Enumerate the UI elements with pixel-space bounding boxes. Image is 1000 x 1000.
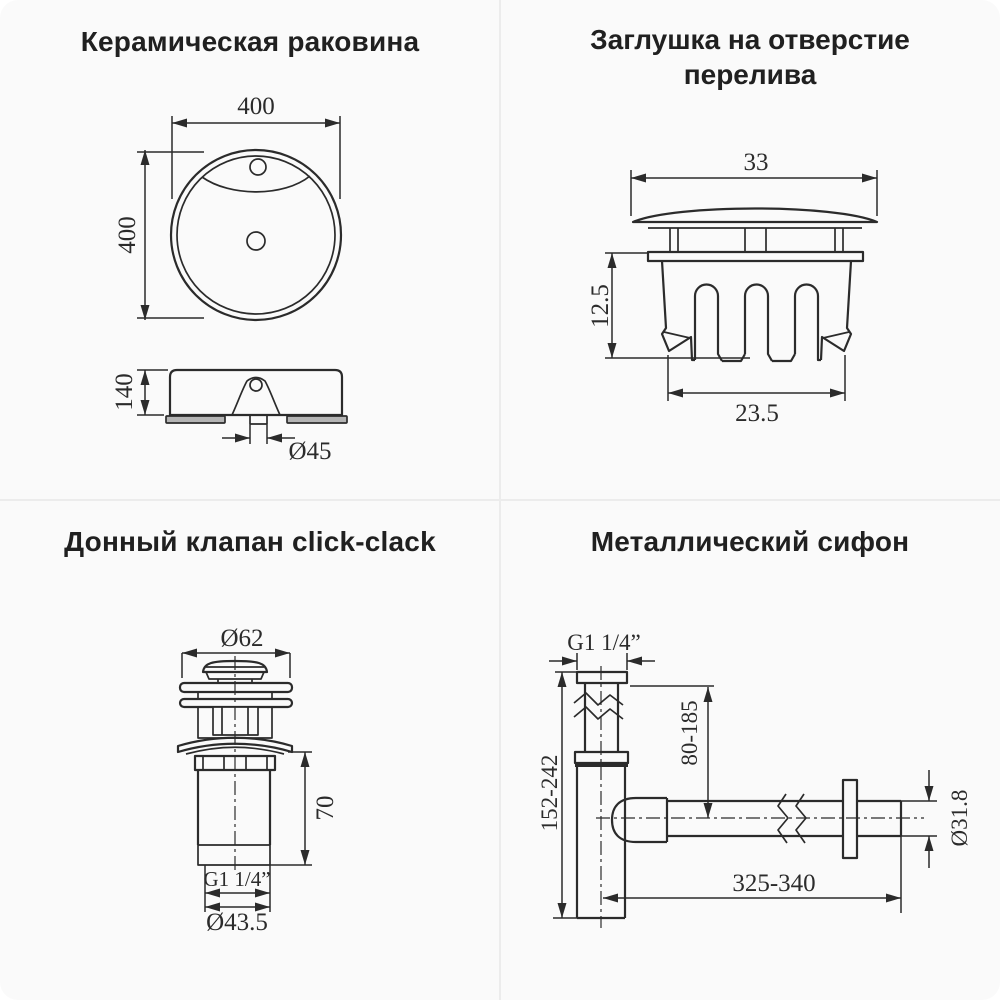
valve-dimensions: Ø62 70 G1 1/4” Ø43.5 bbox=[181, 625, 339, 936]
sink-drain-label: Ø45 bbox=[288, 438, 331, 465]
plug-cap-diameter-label: 33 bbox=[744, 149, 769, 176]
valve-cap-diameter-label: Ø62 bbox=[220, 625, 263, 652]
plug-body bbox=[631, 207, 879, 363]
valve-drawing: Ø62 70 G1 1/4” Ø43.5 bbox=[176, 625, 339, 936]
sink-depth-label: 400 bbox=[114, 216, 141, 254]
siphon-body bbox=[573, 666, 924, 928]
sink-title: Керамическая раковина bbox=[80, 26, 420, 57]
sink-side-dimensions: 140 Ø45 bbox=[111, 369, 332, 465]
siphon-outlet-diameter-label: Ø31.8 bbox=[947, 790, 972, 847]
plug-title: Заглушка на отверстие перелива bbox=[500, 22, 1000, 92]
quadrant-metal-siphon: Металлический сифон G1 1/4” bbox=[500, 500, 1000, 1000]
quadrant-click-clack-valve: Донный клапан click-clack bbox=[0, 500, 500, 1000]
valve-title: Донный клапан click-clack bbox=[64, 526, 436, 557]
sink-top-dimensions: 400 400 bbox=[114, 93, 341, 320]
siphon-outlet-length-label: 325-340 bbox=[732, 870, 815, 897]
plug-drawing: 33 12.5 23.5 bbox=[587, 149, 879, 427]
horizontal-divider bbox=[0, 499, 1000, 501]
siphon-height-label: 152-242 bbox=[537, 755, 562, 832]
quadrant-overflow-plug: Заглушка на отверстие перелива bbox=[500, 0, 1000, 500]
plug-clip-height-label: 12.5 bbox=[587, 284, 614, 328]
siphon-title: Металлический сифон bbox=[590, 526, 910, 557]
valve-thread-label: G1 1/4” bbox=[203, 867, 270, 891]
sink-top-view bbox=[169, 148, 343, 322]
siphon-drawing: G1 1/4” 80-185 152-242 325-340 Ø3 bbox=[537, 630, 972, 928]
valve-thread-diameter-label: Ø43.5 bbox=[206, 909, 268, 936]
sink-height-label: 140 bbox=[111, 373, 138, 411]
sink-width-label: 400 bbox=[237, 93, 275, 120]
plug-title-line2: перелива bbox=[683, 59, 817, 90]
plug-dimensions: 33 12.5 23.5 bbox=[587, 149, 878, 427]
quadrant-ceramic-sink: Керамическая раковина 400 400 bbox=[0, 0, 500, 500]
siphon-inlet-depth-label: 80-185 bbox=[677, 700, 702, 765]
plug-title-line1: Заглушка на отверстие bbox=[590, 24, 910, 55]
siphon-inlet-thread-label: G1 1/4” bbox=[567, 630, 640, 655]
plug-clip-diameter-label: 23.5 bbox=[735, 400, 779, 427]
sink-drawing: 400 400 140 bbox=[111, 93, 348, 465]
sink-side-view bbox=[165, 368, 348, 425]
valve-body-height-label: 70 bbox=[312, 796, 339, 821]
valve-body bbox=[176, 656, 294, 872]
siphon-dimensions: G1 1/4” 80-185 152-242 325-340 Ø3 bbox=[537, 630, 972, 919]
